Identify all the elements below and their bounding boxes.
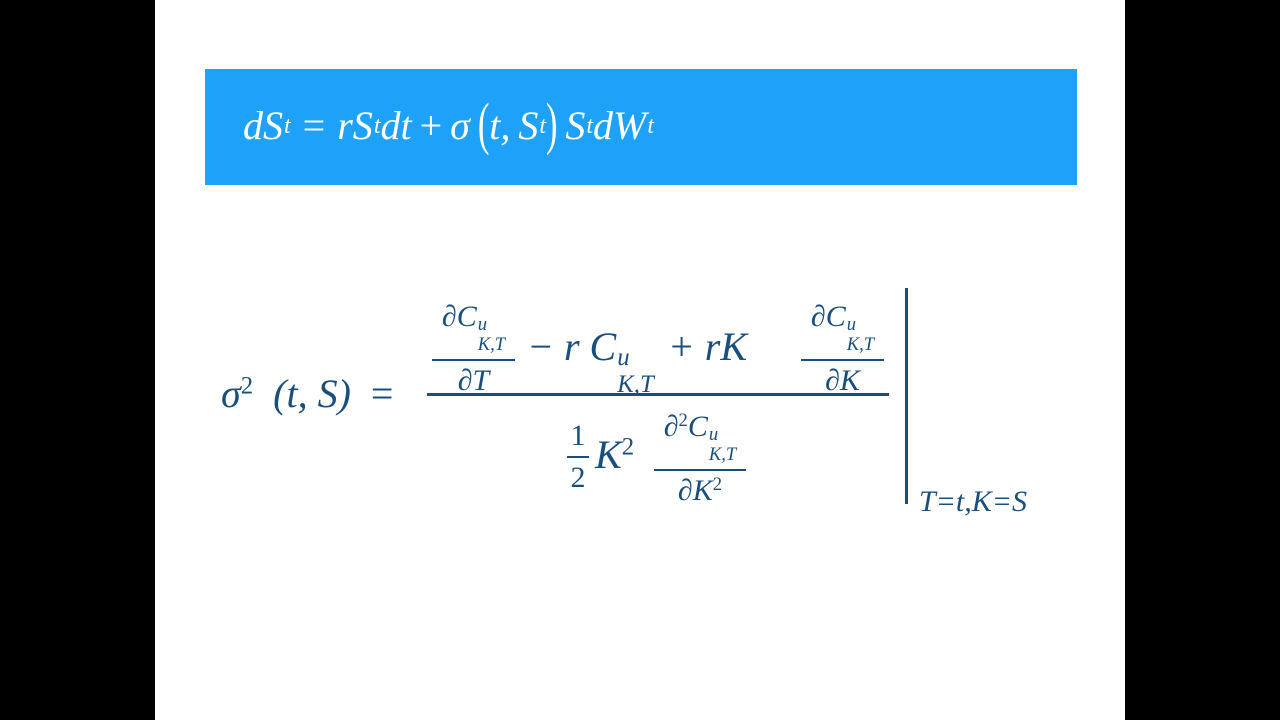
lhs-args: (t, S) bbox=[273, 371, 351, 416]
dC-dK-denominator: ∂K bbox=[825, 363, 860, 397]
eq1-dt: dt bbox=[380, 103, 412, 148]
dC-dT-sub: K,T bbox=[477, 334, 506, 356]
d2C-den-text: ∂K bbox=[677, 474, 713, 508]
eq1-sigma: σ bbox=[450, 103, 470, 148]
lhs-sigma-squared: σ2 (t, S) = bbox=[221, 371, 394, 416]
dC-dK-num-text: ∂C bbox=[810, 300, 846, 333]
eq1-dS: dS bbox=[243, 103, 283, 148]
K-exponent: 2 bbox=[621, 433, 635, 461]
lhs-equals: = bbox=[370, 371, 394, 416]
eq1-rS: rS bbox=[337, 103, 373, 148]
dC-dT-bar bbox=[432, 358, 515, 361]
lhs-sigma: σ bbox=[221, 371, 241, 416]
eq1-t-arg: t, bbox=[489, 103, 511, 148]
d2C-dK2-denominator: ∂K2 bbox=[677, 474, 723, 508]
d2C-partial: ∂ bbox=[663, 410, 679, 444]
K-symbol: K bbox=[595, 432, 622, 477]
eq1-sub-t2: t bbox=[373, 113, 381, 139]
eq1-sub-t: t bbox=[284, 113, 291, 139]
eq1-lparen: ( bbox=[477, 91, 490, 156]
half-numerator: 1 bbox=[570, 419, 586, 452]
mid-sub: K,T bbox=[617, 371, 654, 399]
d2C-C: C bbox=[687, 410, 708, 444]
lhs-exponent: 2 bbox=[240, 372, 254, 400]
d2C-exp: 2 bbox=[678, 410, 688, 431]
dC-dT-sup: u bbox=[477, 313, 488, 335]
eq1-sub-t4: t bbox=[586, 113, 594, 139]
one-half-fraction: 1 2 bbox=[567, 421, 589, 493]
dC-dK-bar bbox=[801, 358, 884, 361]
evaluation-bar bbox=[905, 288, 908, 504]
eq1-dW: dW bbox=[593, 103, 647, 148]
eq1-equals: = bbox=[302, 103, 326, 148]
d2C-dK2-bar bbox=[654, 469, 746, 472]
half-denominator: 2 bbox=[570, 461, 586, 494]
half-bar bbox=[567, 456, 589, 458]
main-fraction-bar bbox=[427, 393, 889, 396]
dC-dT-denominator: ∂T bbox=[457, 363, 490, 397]
eq1-S-arg: S bbox=[518, 103, 539, 148]
eq1-plus: + bbox=[419, 103, 443, 148]
eq1-sub-t5: t bbox=[647, 113, 655, 139]
evaluation-condition: T=t,K=S bbox=[919, 485, 1028, 518]
d2C-den-exp: 2 bbox=[712, 474, 723, 496]
plus-rK: + rK bbox=[667, 324, 748, 369]
dC-dK-sup: u bbox=[846, 313, 857, 335]
eq1-rparen: ) bbox=[545, 91, 558, 156]
eq1-sub-t3: t bbox=[539, 113, 547, 139]
K-squared: K2 bbox=[595, 432, 635, 477]
d2C-sup: u bbox=[708, 423, 719, 445]
mid-sup: u bbox=[617, 343, 630, 371]
eq1-S: S bbox=[565, 103, 586, 148]
dC-dT-num-text: ∂C bbox=[441, 300, 477, 333]
minus-r-C: − r C bbox=[527, 324, 617, 369]
dC-dK-sub: K,T bbox=[846, 334, 875, 356]
d2C-sub: K,T bbox=[708, 444, 737, 466]
